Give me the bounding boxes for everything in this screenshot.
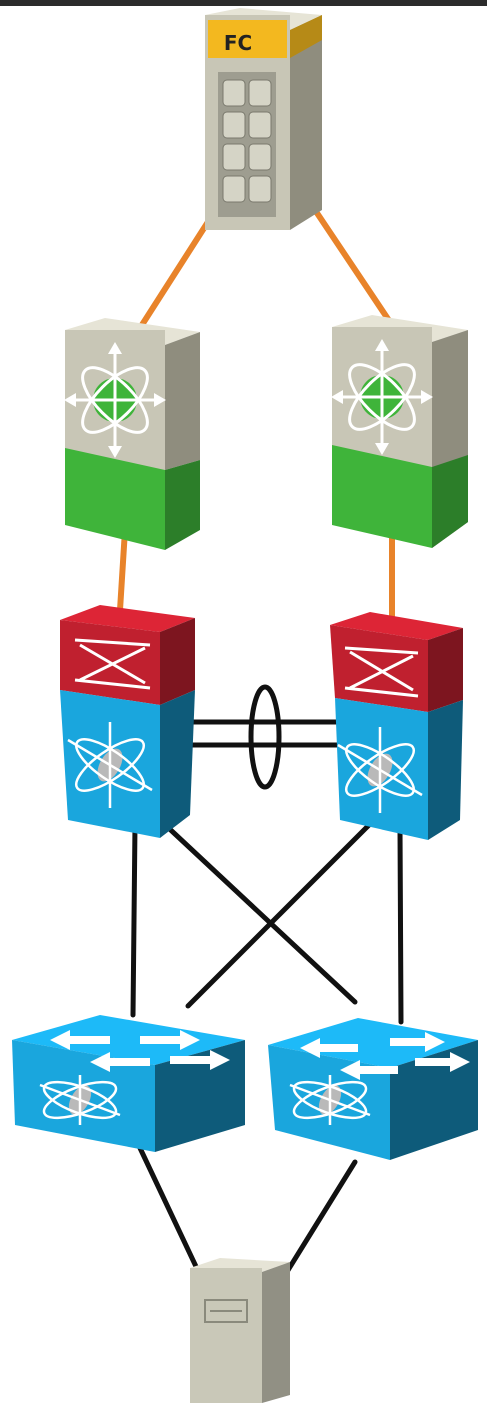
eth-link-access-right-to-server bbox=[282, 1159, 358, 1278]
fc-link-storage-to-mds-right bbox=[312, 207, 395, 328]
nexus-switch-icon bbox=[67, 722, 153, 808]
eth-link-fabric-right-to-access-right bbox=[397, 825, 404, 1025]
eth-link-fabric-right-to-access-left bbox=[185, 815, 379, 1009]
mds-switch-left bbox=[64, 318, 200, 550]
fabric-interconnect-icon bbox=[74, 638, 151, 690]
top-border bbox=[0, 0, 487, 6]
access-switch-left bbox=[12, 1015, 245, 1152]
mds-fc-switch-icon bbox=[64, 342, 166, 458]
nexus-switch-icon bbox=[337, 727, 423, 813]
ethernet-links bbox=[130, 719, 404, 1278]
mds-fc-switch-icon bbox=[331, 339, 433, 455]
access-switch-right bbox=[268, 1018, 478, 1160]
eth-link-fabric-left-to-access-left bbox=[130, 822, 138, 1018]
fabric-interconnect-icon bbox=[344, 646, 419, 698]
server-icon bbox=[190, 1258, 290, 1403]
access-switch-icon bbox=[300, 1032, 470, 1080]
mds-switch-right bbox=[331, 315, 468, 548]
eth-link-access-left-to-server bbox=[137, 1145, 203, 1278]
fabric-nexus-left bbox=[60, 605, 195, 838]
fc-storage-array-icon: FC bbox=[205, 8, 322, 230]
nexus-switch-icon bbox=[289, 1075, 371, 1125]
eth-link-fabric-left-to-access-right bbox=[157, 817, 358, 1005]
fc-link-mds-left-to-fabric-left bbox=[117, 527, 128, 613]
storage-label: FC bbox=[224, 31, 252, 55]
port-channel-icon bbox=[248, 684, 282, 790]
fabric-nexus-right bbox=[330, 612, 463, 840]
nexus-switch-icon bbox=[39, 1075, 121, 1125]
fc-badge bbox=[208, 20, 287, 58]
access-switch-icon bbox=[50, 1030, 230, 1072]
